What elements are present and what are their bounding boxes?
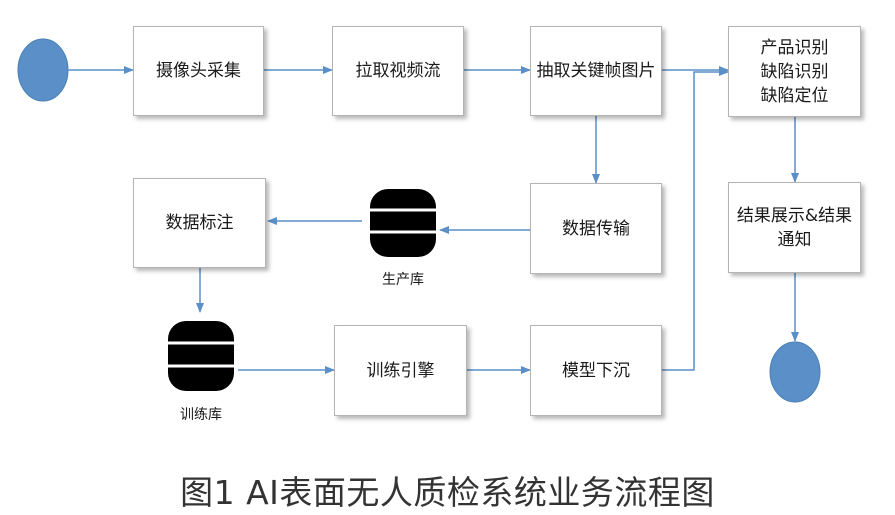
node-annotate: 数据标注	[133, 178, 266, 268]
node-stream: 拉取视频流	[332, 26, 464, 116]
start-terminal	[17, 38, 69, 102]
node-keyframe: 抽取关键帧图片	[530, 26, 662, 116]
node-result: 结果展示&结果 通知	[728, 182, 861, 273]
node-transfer: 数据传输	[530, 183, 662, 274]
training-db-label: 训练库	[180, 407, 222, 423]
production-db-label: 生产库	[382, 272, 424, 288]
node-deploy: 模型下沉	[530, 325, 662, 416]
node-camera: 摄像头采集	[133, 26, 264, 116]
figure-caption: 图1 AI表面无人质检系统业务流程图	[180, 473, 715, 512]
arrow-deploy-to-recognize	[662, 68, 729, 371]
training-db-icon	[168, 321, 234, 391]
node-engine: 训练引擎	[334, 325, 467, 416]
node-recognize: 产品识别 缺陷识别 缺陷定位	[728, 26, 861, 117]
production-db-icon	[370, 189, 436, 257]
end-terminal	[769, 341, 821, 403]
